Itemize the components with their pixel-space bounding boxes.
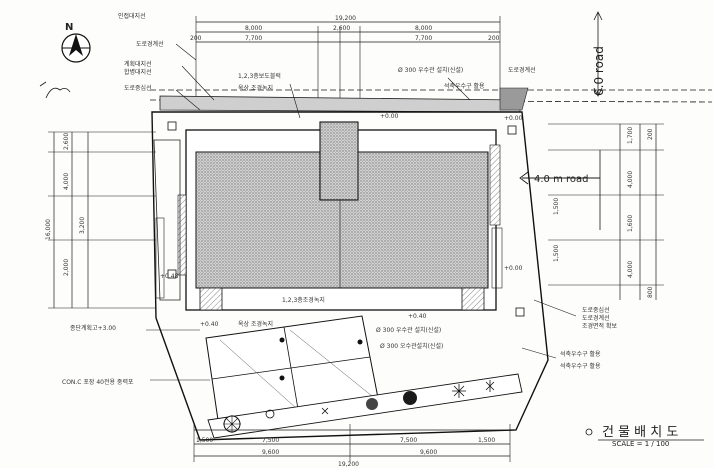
dim-bottom-right-span: 7,500 [400,437,417,444]
dim-bottom-overall: 19,200 [338,461,359,468]
label-17: 조경면적 확보 [582,322,618,330]
road-right-arrow: 4.0 m road [519,150,601,230]
level-5: +0.00 [504,115,523,122]
level-1: +0.00 [380,113,399,120]
dim-bottom-right-edge: 1,500 [478,437,495,444]
level-3: +0.40 [408,313,427,320]
dim-right-7: 1,500 [553,245,560,262]
top-dimensions: 19,200 8,000 2,600 8,000 7,700 7,700 200… [190,15,501,110]
building-footprint [177,121,501,311]
dim-right-5: 1,500 [553,198,560,215]
road-top-label: 6.0 road [592,46,606,96]
level-4: +0.00 [504,265,523,272]
dim-right-1: 1,700 [627,127,634,144]
dim-top-left-inner: 8,000 [245,25,262,32]
label-6: 1,2,3층보도블럭 [238,72,281,80]
dim-bottom-half-right: 9,600 [420,449,437,456]
dim-right-8: 800 [647,286,654,298]
label-21: 종단계획고+3.00 [70,324,116,332]
north-label: N [65,22,73,33]
dim-bottom-left-span: 7,500 [262,437,279,444]
label-1: 인접대지선 [118,12,146,20]
label-19: 석축우수구 활용 [560,362,601,370]
dim-right-4: 4,000 [627,261,634,278]
label-10: 석축우수구 활용 [444,82,485,90]
label-20: CON.C 포장 40전용 중력포 [62,378,134,386]
label-3: 계획대지선 [124,60,152,68]
label-18: 석축우수구 활용 [560,350,601,358]
dim-top-overall: 19,200 [335,15,356,22]
label-12: 옥상 조경녹지 [238,320,273,328]
title-block: 건 물 배 치 도 SCALE = 1 / 100 [585,425,704,448]
dim-left-4: 2,000 [63,259,70,276]
label-15: 도로중심선 [582,306,610,314]
tree-icons [223,380,495,433]
dim-bottom-half-left: 9,600 [262,449,279,456]
label-11: 1,2,3층조경녹지 [282,296,325,304]
label-14: Ø 300 오수관설치(신설) [380,342,443,350]
label-7: 옥상 조경녹지 [238,84,273,92]
label-13: Ø 300 우수관 설치(신설) [376,326,441,334]
dim-bottom-left-edge: 1,500 [196,437,213,444]
road-right-label: 4.0 m road [534,174,589,185]
label-9: 도로경계선 [508,66,536,74]
label-5: 도로중심선 [124,84,152,92]
dim-left-5: 16,000 [45,219,52,240]
dim-top-edge-right: 200 [488,35,500,42]
drawing-scale: SCALE = 1 / 100 [612,440,669,448]
dim-top-right-setback: 7,700 [415,35,432,42]
bottom-dimensions: 1,500 7,500 7,500 1,500 9,600 9,600 19,2… [193,424,511,468]
dim-right-6: 200 [647,128,654,140]
dim-top-right-inner: 8,000 [415,25,432,32]
parking-area [205,315,379,421]
dim-left-3: 3,200 [79,217,86,234]
dim-top-mid: 2,600 [333,25,350,32]
right-dimensions: 1,700 4,000 1,600 4,000 1,500 200 1,500 … [548,123,664,300]
annotation-labels: 인접대지선 도로경계선 계획대지선 합병대지선 도로중심선 1,2,3층보도블럭… [62,12,618,386]
label-16: 도로경계선 [582,314,610,322]
dim-right-3: 1,600 [627,215,634,232]
level-marks: +0.00 +0.48 +0.40 +0.00 +0.00 +0.40 [160,113,525,328]
level-2: +0.48 [160,273,179,280]
dim-top-left-setback: 7,700 [245,35,262,42]
north-arrow-icon: N [39,22,91,99]
label-8: Ø 300 우수관 설치(신설) [398,66,463,74]
dim-left-1: 2,600 [63,133,70,150]
level-6: +0.40 [200,321,219,328]
label-4: 합병대지선 [124,68,152,76]
drawing-title: 건 물 배 치 도 [602,425,678,440]
dim-right-2: 4,000 [627,171,634,188]
dim-left-2: 4,000 [63,173,70,190]
left-dimensions: 2,600 4,000 3,200 2,000 16,000 [45,131,156,309]
dim-top-edge-left: 200 [190,35,202,42]
label-2: 도로경계선 [136,40,164,48]
